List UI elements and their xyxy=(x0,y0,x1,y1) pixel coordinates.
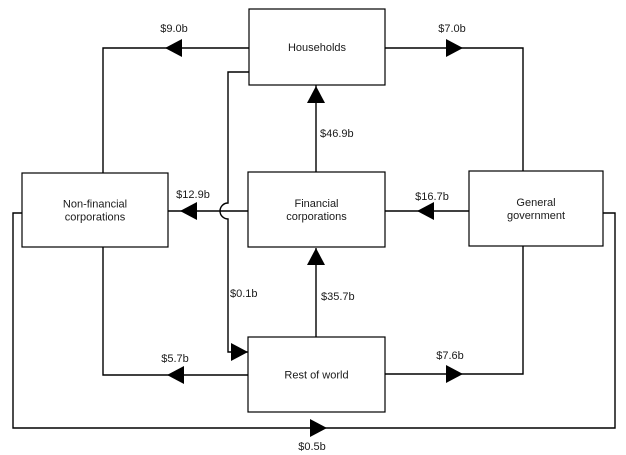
flow-line-rest-of-world-to-non-financial xyxy=(102,247,248,376)
flow-line-households-to-non-financial xyxy=(102,47,249,173)
arrowhead-icon xyxy=(165,39,182,57)
node-label-line: Rest of world xyxy=(284,370,348,382)
node-box-general-government xyxy=(468,170,604,247)
flow-amount-label: $9.0b xyxy=(160,23,188,35)
flow-amount-label: $46.9b xyxy=(320,128,354,140)
flow-households-to-non-financial: $9.0b xyxy=(102,23,249,173)
node-households: Households xyxy=(248,8,386,86)
arrowhead-icon xyxy=(231,343,248,361)
node-box-rest-of-world xyxy=(247,336,386,413)
node-label-line: General xyxy=(516,197,555,209)
node-label-line: corporations xyxy=(65,212,126,224)
flow-general-government-to-financial: $16.7b xyxy=(385,191,469,220)
arrowhead-icon xyxy=(307,248,325,265)
node-label-line: Financial xyxy=(294,198,338,210)
flow-rest-of-world-to-financial: $35.7b xyxy=(307,248,355,337)
flow-amount-label: $35.7b xyxy=(321,291,355,303)
node-label-line: Non-financial xyxy=(63,199,127,211)
flow-financial-to-non-financial: $12.9b xyxy=(168,189,248,220)
node-label-line: government xyxy=(507,210,565,222)
flow-line-households-to-general-government xyxy=(385,47,524,171)
arrowhead-icon xyxy=(310,419,327,437)
node-label-households: Households xyxy=(288,42,347,54)
flow-non-financial-to-general-government: $0.5b xyxy=(12,212,616,453)
node-box-non-financial-corporations xyxy=(21,172,169,248)
arrowhead-icon xyxy=(446,365,463,383)
flow-amount-label: $16.7b xyxy=(415,191,449,203)
arrowhead-icon xyxy=(180,202,197,220)
flow-amount-label: $12.9b xyxy=(176,189,210,201)
node-label-rest-of-world: Rest of world xyxy=(284,370,348,382)
flow-rest-of-world-to-non-financial: $5.7b xyxy=(102,247,248,384)
node-label-line: corporations xyxy=(286,211,347,223)
flow-amount-label: $7.6b xyxy=(436,350,464,362)
arrowhead-icon xyxy=(417,202,434,220)
flow-amount-label: $0.5b xyxy=(298,441,326,453)
node-rest-of-world: Rest of world xyxy=(247,336,386,413)
flow-financial-to-households: $46.9b xyxy=(307,85,354,172)
node-label-line: Households xyxy=(288,42,347,54)
flow-rest-of-world-to-general-government: $7.6b xyxy=(385,246,524,383)
node-box-financial-corporations xyxy=(247,171,386,248)
arrowhead-icon xyxy=(167,366,184,384)
node-box-households xyxy=(248,8,386,86)
flow-line-rest-of-world-to-general-government xyxy=(385,246,524,375)
flow-households-to-rest-of-world: $0.1b xyxy=(219,71,258,361)
flow-amount-label: $7.0b xyxy=(438,23,466,35)
arrowhead-icon xyxy=(446,39,463,57)
arrowhead-icon xyxy=(307,86,325,103)
flow-households-to-general-government: $7.0b xyxy=(385,23,524,171)
flow-amount-label: $5.7b xyxy=(161,353,189,365)
flow-line-households-to-rest-of-world xyxy=(219,71,249,353)
flow-amount-label: $0.1b xyxy=(230,288,258,300)
